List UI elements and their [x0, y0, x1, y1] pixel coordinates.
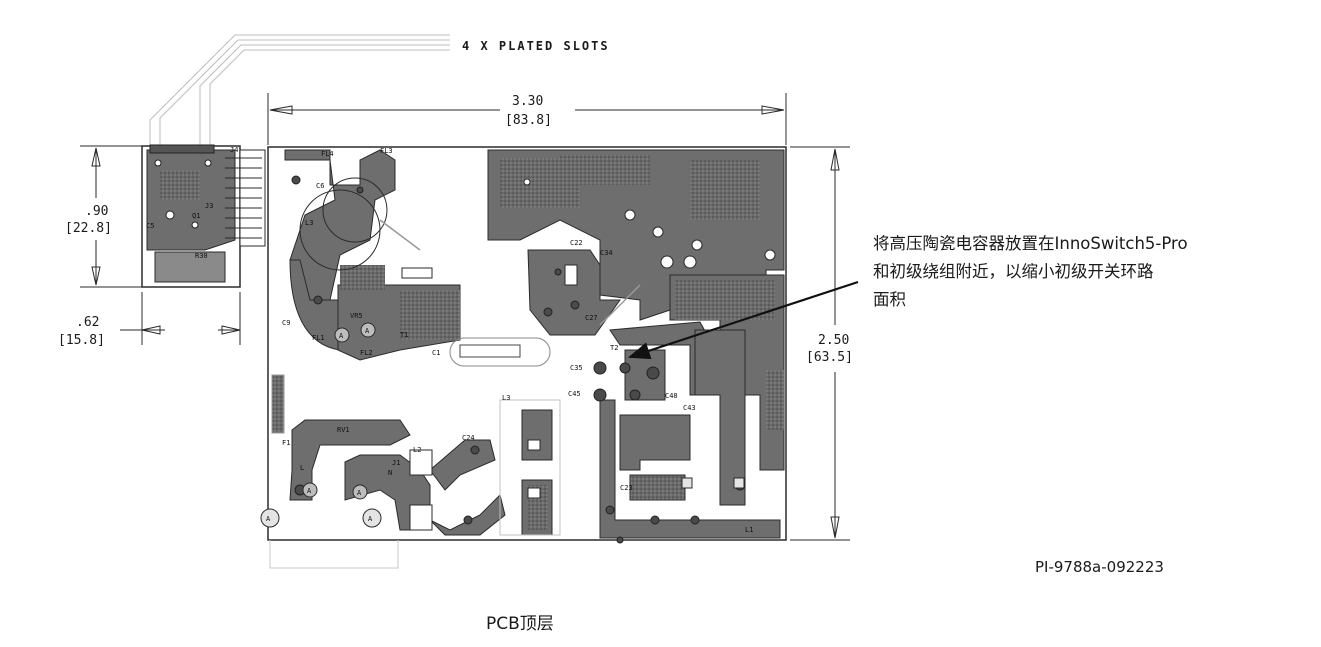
- refdes-c9: C9: [282, 319, 290, 327]
- refdes-c6: C6: [316, 182, 324, 190]
- refdes-t1: T1: [400, 331, 408, 339]
- side-width-inches: .62: [76, 315, 99, 330]
- tp-a3: A: [307, 487, 312, 495]
- thin-trace: [379, 219, 641, 326]
- refdes-l2: L2: [413, 446, 421, 454]
- refdes-t2: T2: [610, 344, 618, 352]
- refdes-c45: C45: [568, 390, 581, 398]
- refdes-j1: J1: [392, 459, 400, 467]
- silkscreen: [299, 177, 578, 536]
- tp-a1: A: [339, 332, 344, 340]
- refdes-r30: R30: [195, 252, 208, 260]
- height-dimension: [790, 146, 850, 541]
- side-board: [141, 144, 266, 288]
- width-dimension: [267, 93, 787, 145]
- side-height-mm: [22.8]: [65, 221, 112, 236]
- refdes-j4: J4: [230, 146, 238, 154]
- plated-slots-label: 4 X PLATED SLOTS: [462, 39, 610, 53]
- callout-line-3: 面积: [873, 290, 906, 309]
- refdes-l: L: [300, 464, 304, 472]
- callout-arrow: [627, 280, 859, 360]
- test-points: [260, 322, 745, 528]
- callout-note: 将高压陶瓷电容器放置在InnoSwitch5-Pro 和初级绕组附近，以缩小初级…: [873, 230, 1293, 314]
- refdes-l1: L1: [745, 526, 753, 534]
- width-inches: 3.30: [512, 94, 543, 109]
- refdes-c27: C27: [585, 314, 598, 322]
- figure-caption: PCB顶层: [486, 614, 554, 634]
- refdes-fl3: FL3: [380, 147, 393, 155]
- width-mm: [83.8]: [505, 113, 552, 128]
- side-height-dimension: [80, 145, 142, 288]
- mounting-holes: [523, 178, 776, 269]
- tp-a2: A: [365, 327, 370, 335]
- callout-line-2: 和初级绕组附近，以缩小初级开关环路: [873, 262, 1154, 281]
- refdes-c1: C1: [432, 349, 440, 357]
- copper-pours: [284, 149, 785, 539]
- side-width-mm: [15.8]: [58, 333, 105, 348]
- refdes-fl2: FL2: [360, 349, 373, 357]
- refdes-l3: L3: [502, 394, 510, 402]
- refdes-q1: Q1: [192, 212, 200, 220]
- tp-a5: A: [266, 515, 271, 523]
- height-mm: [63.5]: [806, 350, 853, 365]
- refdes-c35: C35: [570, 364, 583, 372]
- refdes-n: N: [388, 469, 392, 477]
- refdes-j3: J3: [205, 202, 213, 210]
- refdes-c48: C48: [665, 392, 678, 400]
- drawing-id: PI-9788a-092223: [1035, 558, 1164, 576]
- side-height-inches: .90: [85, 204, 108, 219]
- refdes-c23: C23: [620, 484, 633, 492]
- refdes-vr5: VR5: [350, 312, 363, 320]
- refdes-l3a: L3: [305, 219, 313, 227]
- refdes-c22: C22: [570, 239, 583, 247]
- plated-slots-leader: [149, 34, 450, 145]
- refdes-c24: C24: [462, 434, 475, 442]
- refdes-fl4: FL4: [321, 150, 334, 158]
- refdes-rv1: RV1: [337, 426, 350, 434]
- tp-a6: A: [368, 515, 373, 523]
- refdes-c5: C5: [146, 222, 154, 230]
- refdes-fl1: FL1: [312, 334, 325, 342]
- reference-designators: FL4 FL3 C6 L3 C9 FL1 VR5 T1 FL2 C1 C22 C…: [146, 146, 753, 534]
- tp-a4: A: [357, 489, 362, 497]
- callout-line-1: 将高压陶瓷电容器放置在InnoSwitch5-Pro: [873, 234, 1188, 253]
- refdes-f1: F1: [282, 439, 290, 447]
- height-inches: 2.50: [818, 333, 849, 348]
- side-width-dimension: [120, 292, 241, 345]
- refdes-c34: C34: [600, 249, 613, 257]
- refdes-c43: C43: [683, 404, 696, 412]
